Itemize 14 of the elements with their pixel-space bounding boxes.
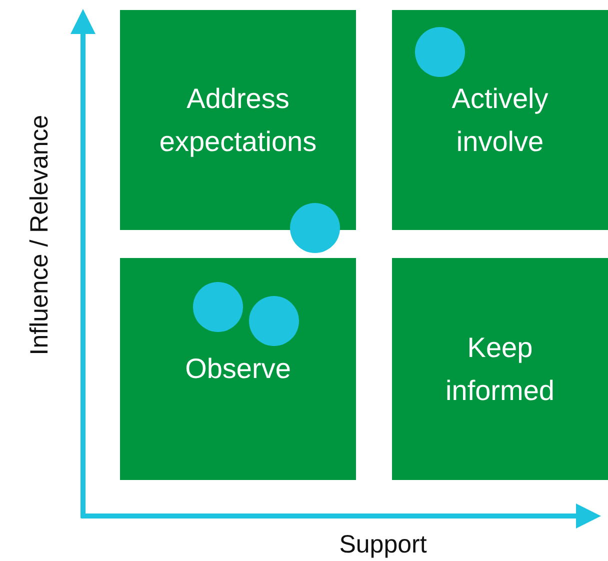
quadrant-label: Actively involve	[450, 82, 550, 159]
stakeholder-circle	[249, 296, 299, 346]
quadrant-label: Address expectations	[158, 82, 318, 159]
quadrant-box	[120, 10, 356, 230]
quadrant-box	[392, 10, 608, 230]
quadrant-box	[120, 258, 356, 480]
stakeholder-circle	[415, 27, 465, 77]
stakeholder-circle	[193, 282, 243, 332]
stakeholder-circle	[290, 203, 340, 253]
quadrant-box	[392, 258, 608, 480]
quadrant-label: Observe	[184, 352, 292, 386]
quadrant-label: Keep informed	[444, 330, 556, 408]
axis-title: Support	[339, 530, 427, 560]
axis-title: Influence / Relevance	[26, 114, 54, 356]
